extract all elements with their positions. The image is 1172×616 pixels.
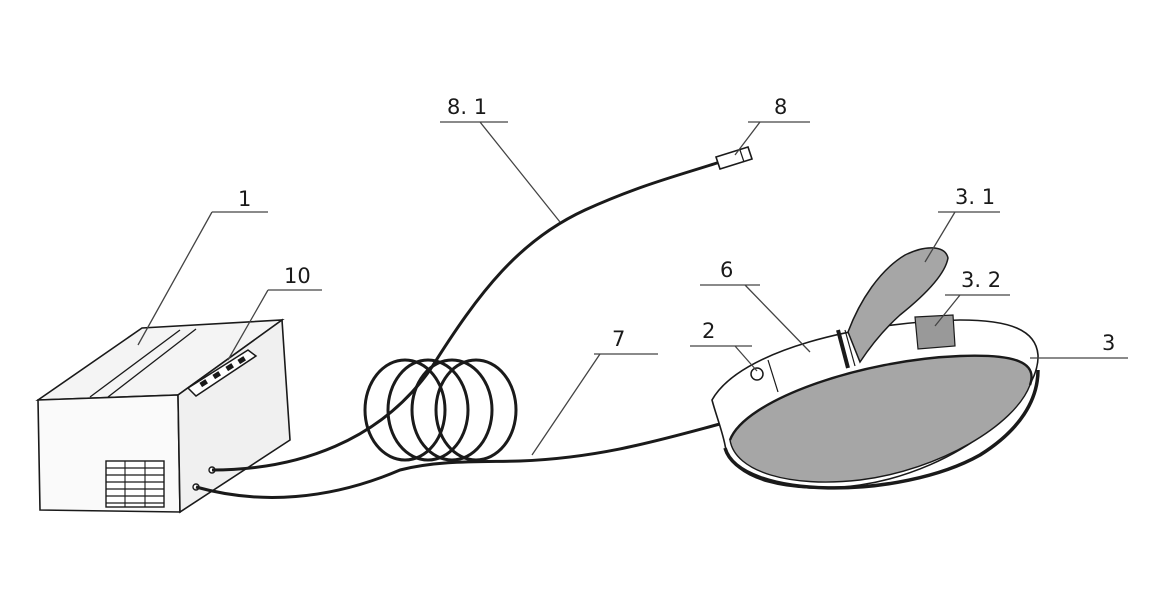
cable-coil (363, 358, 518, 462)
sensor-probe (714, 146, 754, 170)
cable-8-1 (211, 160, 721, 472)
label-3-1: 3. 1 (955, 185, 995, 209)
leader-lines (137, 121, 1128, 456)
label-1: 1 (238, 187, 251, 211)
label-7: 7 (612, 327, 625, 351)
label-10: 10 (284, 264, 311, 288)
electrode-pad (914, 314, 956, 350)
label-8-1: 8. 1 (447, 95, 487, 119)
label-3: 3 (1102, 331, 1115, 355)
control-box (35, 318, 291, 514)
indicator-light (750, 367, 764, 381)
label-6: 6 (720, 258, 733, 282)
label-3-2: 3. 2 (961, 268, 1001, 292)
label-8: 8 (774, 95, 787, 119)
vent-grille (105, 460, 165, 508)
display-panel (186, 349, 258, 397)
band-flap (847, 247, 949, 364)
label-2: 2 (702, 319, 715, 343)
band (711, 247, 1040, 490)
cable-7 (195, 422, 721, 499)
